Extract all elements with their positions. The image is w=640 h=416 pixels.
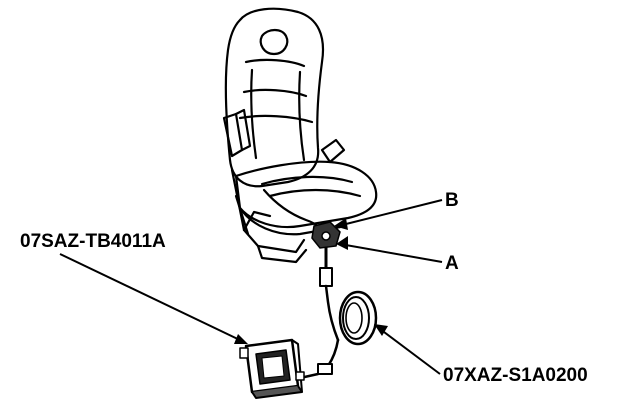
tool-label-07xaz: 07XAZ-S1A0200 xyxy=(443,365,588,386)
tool-label-07saz: 07SAZ-TB4011A xyxy=(20,231,166,252)
arrowheads xyxy=(234,218,388,344)
callout-a: A xyxy=(445,253,459,274)
tester-box-illustration xyxy=(239,338,305,399)
coiled-cable-illustration xyxy=(298,246,378,380)
callout-b: B xyxy=(445,190,459,211)
connector-icon xyxy=(311,221,341,249)
leader-lines xyxy=(59,199,443,375)
seat-illustration xyxy=(222,7,378,264)
